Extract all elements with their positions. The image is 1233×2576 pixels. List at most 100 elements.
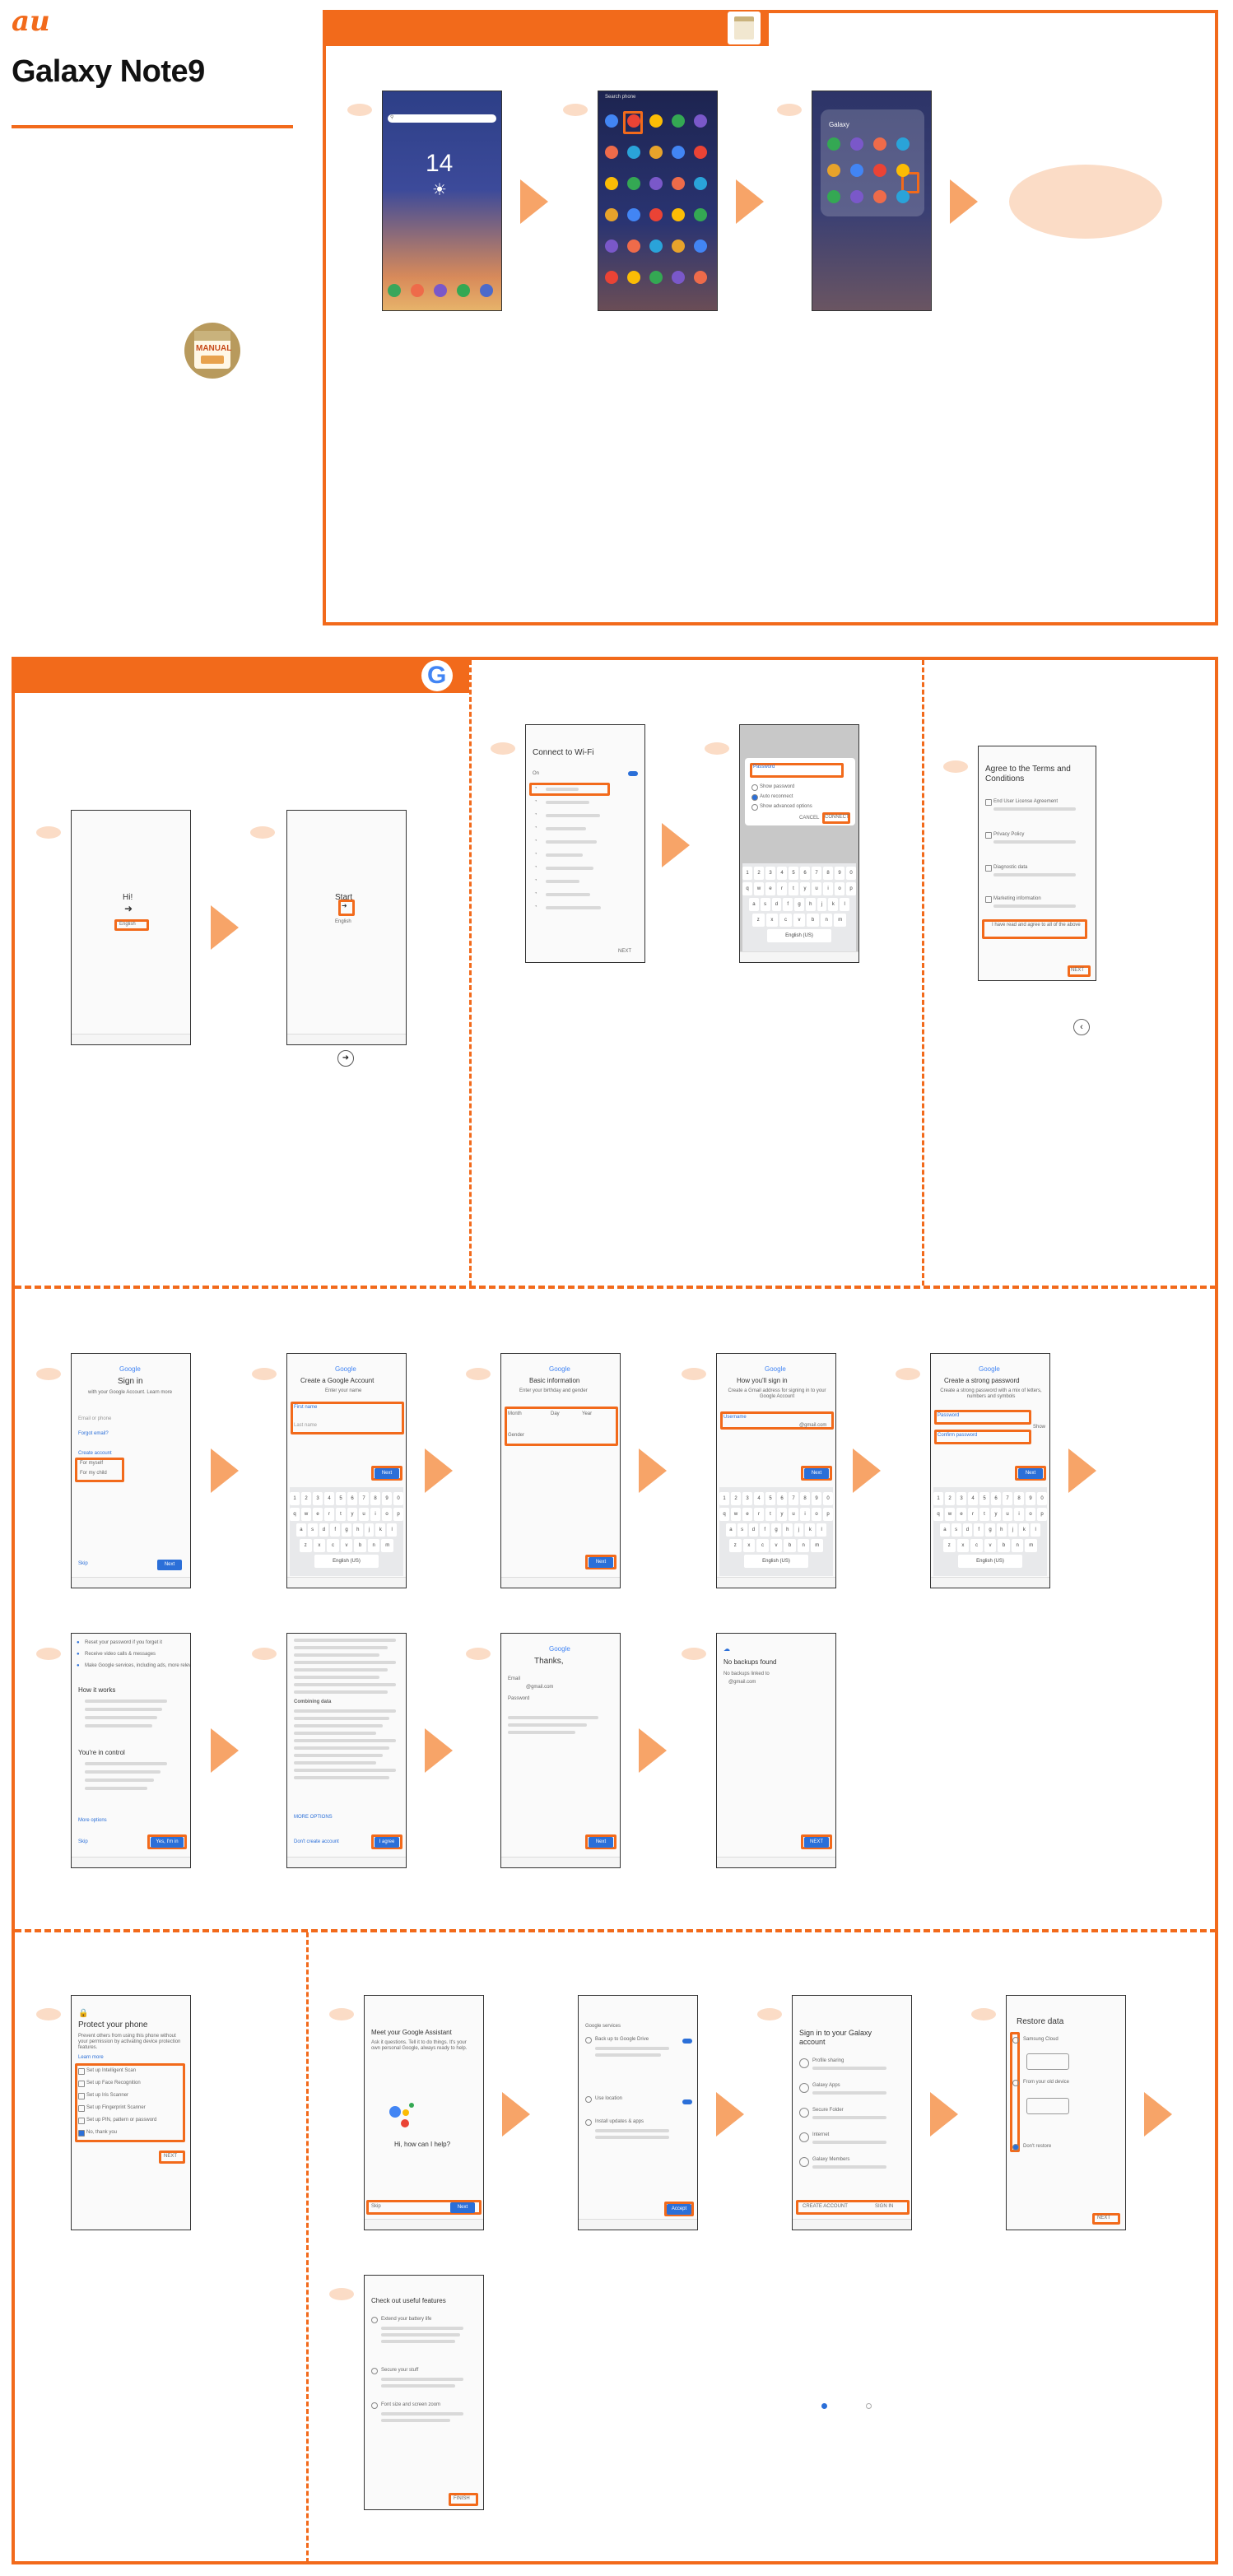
username-highlight[interactable] [720,1411,834,1430]
keyboard-key[interactable]: a [940,1523,950,1537]
keyboard-key[interactable]: s [737,1523,747,1537]
keyboard-key[interactable]: d [748,1523,759,1537]
app-icon[interactable] [649,208,663,221]
keyboard-key[interactable]: 8 [800,1492,810,1505]
keyboard-key[interactable]: v [984,1539,997,1552]
keyboard-key[interactable]: 6 [347,1492,357,1505]
keyboard-key[interactable]: p [823,1508,833,1521]
keyboard-key[interactable]: 8 [823,867,833,880]
name-fields-highlight[interactable] [291,1402,404,1434]
keyboard-key[interactable]: y [800,882,810,895]
protect-checkbox[interactable] [78,2105,85,2112]
app-icon[interactable] [627,208,640,221]
keyboard-key[interactable]: l [840,898,850,911]
keyboard-key[interactable]: h [352,1523,363,1537]
next-circle-icon[interactable]: ➜ [124,903,133,914]
keyboard-key[interactable]: u [789,1508,798,1521]
agree-all-highlight[interactable] [982,919,1087,939]
space-key[interactable]: English (US) [767,929,831,942]
agree-highlight[interactable] [371,1834,402,1849]
folder-app-icon[interactable] [873,137,886,151]
app-icon[interactable] [627,271,640,284]
keyboard-key[interactable]: f [974,1523,984,1537]
keyboard-key[interactable]: 2 [731,1492,741,1505]
option-radio[interactable] [751,794,758,801]
protect-checkbox[interactable] [78,2118,85,2124]
keyboard-key[interactable]: s [307,1523,318,1537]
app-icon[interactable] [694,177,707,190]
keyboard-key[interactable]: g [985,1523,995,1537]
keyboard-key[interactable]: x [742,1539,756,1552]
yes-highlight[interactable] [147,1834,187,1849]
folder-app-icon[interactable] [850,190,863,203]
keyboard-key[interactable]: o [382,1508,392,1521]
keyboard-key[interactable]: h [782,1523,793,1537]
keyboard-key[interactable]: v [340,1539,353,1552]
keyboard-key[interactable]: i [1014,1508,1024,1521]
wifi-network-item[interactable] [546,840,597,844]
play-store-app-icon[interactable] [457,284,470,297]
keyboard-key[interactable]: x [765,914,779,927]
keyboard-key[interactable]: i [800,1508,810,1521]
finish-highlight[interactable] [449,2493,478,2506]
keyboard-key[interactable]: u [359,1508,369,1521]
yes-im-in-button[interactable]: Yes, I'm in [151,1837,184,1848]
first-name-input[interactable]: First name [294,1405,318,1410]
keyboard-key[interactable]: u [812,882,821,895]
wifi-network-item[interactable] [546,893,590,896]
signin-skip[interactable]: Skip [78,1561,88,1566]
terms-next-button[interactable]: NEXT [1071,968,1085,973]
app-icon[interactable] [672,208,685,221]
folder-app-icon[interactable] [850,137,863,151]
keyboard-key[interactable]: 0 [823,1492,833,1505]
keyboard-key[interactable]: f [760,1523,770,1537]
keyboard-key[interactable]: z [300,1539,312,1552]
keyboard-key[interactable]: r [777,882,787,895]
keyboard-key[interactable]: p [393,1508,403,1521]
app-icon[interactable] [627,239,640,253]
keyboard-key[interactable]: 6 [991,1492,1001,1505]
next-highlight[interactable] [801,1466,832,1481]
keyboard-key[interactable]: 2 [754,867,764,880]
keyboard-key[interactable]: y [347,1508,357,1521]
keyboard-key[interactable]: 9 [812,1492,821,1505]
keyboard-key[interactable]: d [771,898,782,911]
keyboard-key[interactable]: h [996,1523,1007,1537]
app-icon[interactable] [649,114,663,128]
keyboard-key[interactable]: q [290,1508,300,1521]
keyboard-key[interactable]: e [956,1508,966,1521]
confirm-password-highlight[interactable] [934,1430,1031,1444]
keyboard-key[interactable]: 0 [1037,1492,1047,1505]
keyboard-key[interactable]: g [342,1523,351,1537]
keyboard-key[interactable]: b [784,1539,796,1552]
accept-button[interactable]: Accept [667,2204,691,2215]
app-icon[interactable] [627,177,640,190]
app-icon[interactable] [649,177,663,190]
wifi-network-item[interactable] [546,814,600,817]
keyboard-key[interactable]: s [760,898,770,911]
keyboard-key[interactable]: 7 [1003,1492,1012,1505]
services-toggle[interactable] [682,2039,692,2044]
app-icon[interactable] [627,114,640,128]
folder-app-icon[interactable] [850,164,863,177]
keyboard-key[interactable]: r [324,1508,334,1521]
keyboard-key[interactable]: 4 [324,1492,334,1505]
keyboard-key[interactable]: r [968,1508,978,1521]
keyboard-key[interactable]: 0 [393,1492,403,1505]
i-agree-button[interactable]: I agree [375,1837,399,1848]
restore-radio[interactable] [1012,2144,1019,2151]
keyboard-key[interactable]: x [956,1539,970,1552]
app-icon[interactable] [627,146,640,159]
keyboard-key[interactable]: w [754,882,764,895]
connect-button[interactable]: CONNECT [825,815,849,820]
option-for-child[interactable]: For my child [80,1471,107,1476]
folder-app-icon[interactable] [827,190,840,203]
keyboard-key[interactable]: v [770,1539,783,1552]
app-icon[interactable] [605,239,618,253]
password-highlight[interactable] [750,763,844,778]
keyboard-key[interactable]: n [820,914,833,927]
keyboard-key[interactable]: c [756,1539,769,1552]
keyboard-key[interactable]: d [319,1523,329,1537]
app-icon[interactable] [694,146,707,159]
finish-button[interactable]: FINISH [454,2496,470,2501]
